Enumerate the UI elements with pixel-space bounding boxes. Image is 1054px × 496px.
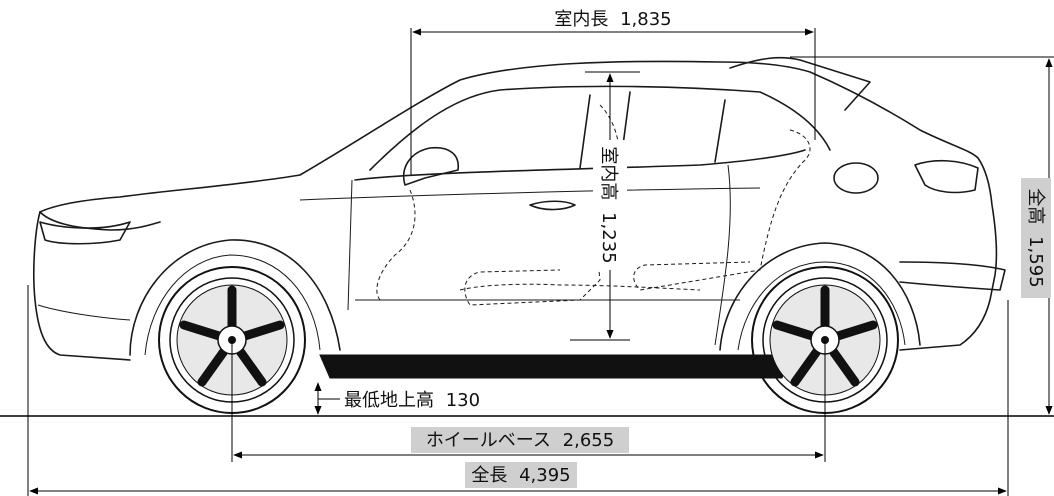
overall-length-label: 全長 <box>471 465 507 486</box>
interior-height-label: 室内高 <box>598 146 619 200</box>
interior-height-value: 1,235 <box>598 212 619 264</box>
interior-height-dimension: 室内高 1,235 <box>570 71 640 341</box>
overall-height-label: 全高 <box>1025 188 1046 224</box>
interior-length-label: 室内長 <box>554 9 608 30</box>
interior-length-value: 1,835 <box>620 9 672 30</box>
overall-height-dimension: 全高 1,595 <box>790 56 1054 415</box>
overall-height-value: 1,595 <box>1025 236 1046 288</box>
ground-clearance-value: 130 <box>446 390 480 411</box>
overall-length-dimension: 全長 4,395 <box>27 285 1009 496</box>
ground-clearance-label: 最低地上高 <box>344 390 434 411</box>
svg-text:室内長 1,835: 室内長 1,835 <box>554 9 671 30</box>
overall-length-value: 4,395 <box>519 465 571 486</box>
svg-text:室内高 1,235: 室内高 1,235 <box>598 146 619 263</box>
wheelbase-label: ホイールベース <box>426 430 551 451</box>
wheelbase-dimension: ホイールベース 2,655 <box>231 340 826 462</box>
wheelbase-value: 2,655 <box>563 430 615 451</box>
interior-length-dimension: 室内長 1,835 <box>410 9 816 175</box>
car-side-view <box>33 56 1006 379</box>
svg-text:ホイールベース 2,655: ホイールベース 2,655 <box>426 430 614 451</box>
svg-text:全長 4,395: 全長 4,395 <box>471 465 570 486</box>
svg-text:全高 1,595: 全高 1,595 <box>1025 188 1046 287</box>
ground-clearance-dimension: 最低地上高 130 <box>314 382 480 415</box>
svg-text:最低地上高 130: 最低地上高 130 <box>344 390 480 411</box>
